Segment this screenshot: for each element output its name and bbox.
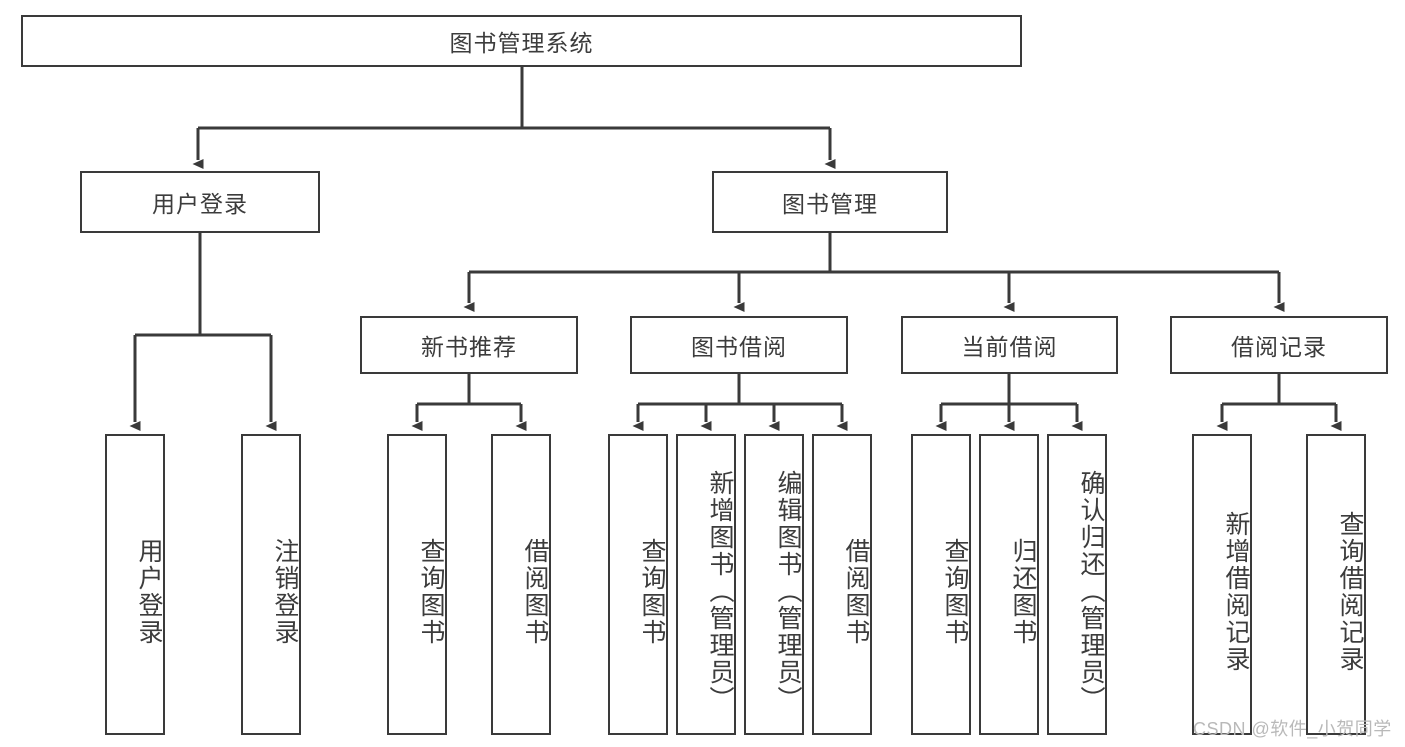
node-root-system[interactable]: 图书管理系统 bbox=[21, 15, 1022, 67]
node-label: 借阅图书 bbox=[521, 537, 549, 646]
leaf-return-book[interactable]: 归还图书 bbox=[979, 434, 1039, 735]
node-label: 新增借阅记录 bbox=[1222, 510, 1250, 673]
node-label: 图书管理系统 bbox=[449, 30, 594, 56]
node-label: 注销登录 bbox=[271, 537, 299, 646]
leaf-user-logout[interactable]: 注销登录 bbox=[241, 434, 301, 735]
watermark-text: CSDN @软件_小贺同学 bbox=[1193, 719, 1392, 739]
leaf-user-login[interactable]: 用户登录 bbox=[105, 434, 165, 735]
node-current-borrow[interactable]: 当前借阅 bbox=[901, 316, 1118, 374]
node-label: 当前借阅 bbox=[961, 334, 1058, 360]
node-borrow-records[interactable]: 借阅记录 bbox=[1170, 316, 1388, 374]
node-label: 查询图书 bbox=[638, 537, 666, 646]
node-new-book-recommend[interactable]: 新书推荐 bbox=[360, 316, 578, 374]
leaf-add-book-admin[interactable]: 新增图书（管理员） bbox=[676, 434, 736, 735]
node-label: 图书管理 bbox=[782, 191, 878, 217]
leaf-query-book-current[interactable]: 查询图书 bbox=[911, 434, 971, 735]
leaf-confirm-return-admin[interactable]: 确认归还（管理员） bbox=[1047, 434, 1107, 735]
leaf-borrow-book[interactable]: 借阅图书 bbox=[812, 434, 872, 735]
node-user-login[interactable]: 用户登录 bbox=[80, 171, 320, 233]
node-label: 新书推荐 bbox=[421, 334, 517, 360]
node-book-borrow[interactable]: 图书借阅 bbox=[630, 316, 848, 374]
node-label: 编辑图书（管理员） bbox=[774, 470, 802, 713]
leaf-add-borrow-record[interactable]: 新增借阅记录 bbox=[1192, 434, 1252, 735]
node-label: 归还图书 bbox=[1009, 537, 1037, 646]
leaf-query-book-recommend[interactable]: 查询图书 bbox=[387, 434, 447, 735]
node-label: 用户登录 bbox=[135, 537, 163, 646]
node-label: 借阅记录 bbox=[1231, 334, 1327, 360]
leaf-query-borrow-record[interactable]: 查询借阅记录 bbox=[1306, 434, 1366, 735]
node-label: 查询图书 bbox=[941, 537, 969, 646]
node-book-management[interactable]: 图书管理 bbox=[712, 171, 948, 233]
node-label: 查询图书 bbox=[417, 537, 445, 646]
leaf-edit-book-admin[interactable]: 编辑图书（管理员） bbox=[744, 434, 804, 735]
node-label: 借阅图书 bbox=[842, 537, 870, 646]
node-label: 用户登录 bbox=[152, 191, 248, 217]
node-label: 新增图书（管理员） bbox=[706, 470, 734, 713]
node-label: 确认归还（管理员） bbox=[1077, 470, 1105, 713]
leaf-borrow-book-recommend[interactable]: 借阅图书 bbox=[491, 434, 551, 735]
leaf-query-book-borrow[interactable]: 查询图书 bbox=[608, 434, 668, 735]
node-label: 图书借阅 bbox=[691, 334, 787, 360]
node-label: 查询借阅记录 bbox=[1336, 510, 1364, 673]
